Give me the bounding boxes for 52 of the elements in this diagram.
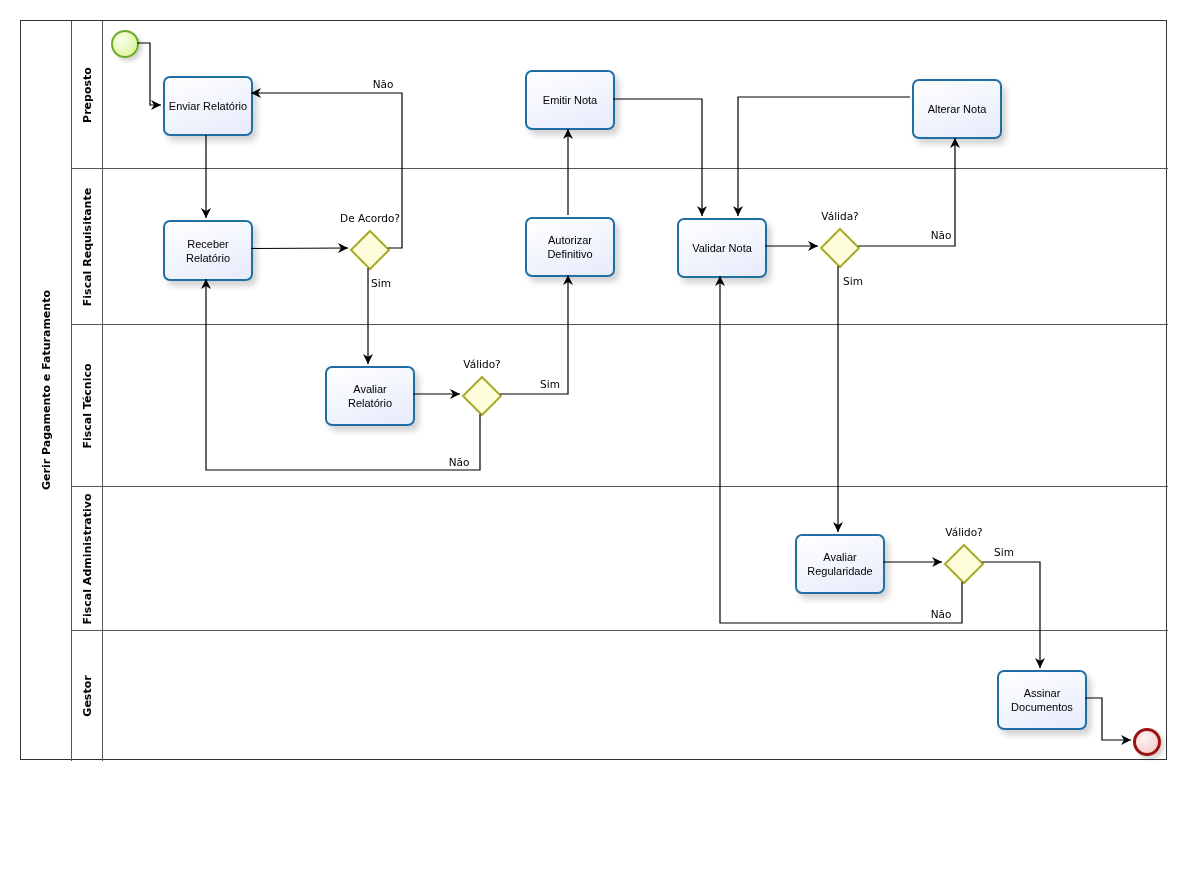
sequence-flow-arrow <box>201 134 211 219</box>
edge-label: Sim <box>993 546 1015 558</box>
sequence-flow-arrow <box>612 98 707 217</box>
sequence-flow-arrow <box>201 278 481 471</box>
edge-label: Sim <box>370 277 392 289</box>
edge-label: Sim <box>842 275 864 287</box>
swimlane <box>71 168 1168 324</box>
lane-title: Fiscal Técnico <box>80 362 94 449</box>
lane-title: Fiscal Administrativo <box>80 493 94 624</box>
swimlane <box>71 324 1168 486</box>
task-box: Assinar Documentos <box>997 670 1087 730</box>
sequence-flow-arrow <box>833 265 843 533</box>
sequence-flow-arrow <box>857 137 960 247</box>
lane-title: Gestor <box>80 675 94 717</box>
sequence-flow-arrow <box>250 243 349 254</box>
edge-label: Não <box>447 456 471 468</box>
sequence-flow-arrow <box>563 128 573 216</box>
swimlane <box>71 630 1168 761</box>
sequence-flow-arrow <box>733 96 911 217</box>
pool <box>20 20 1167 760</box>
sequence-flow-arrow <box>412 389 461 399</box>
end-event-circle <box>1133 728 1161 756</box>
gateway-label: Válido? <box>945 526 983 538</box>
sequence-flow-arrow <box>250 88 403 249</box>
start-event-circle <box>111 30 139 58</box>
sequence-flow-arrow <box>882 557 943 567</box>
sequence-flow-arrow <box>136 42 162 110</box>
lane-title: Fiscal Requisitante <box>80 187 94 306</box>
gateway-label: Válido? <box>463 358 501 370</box>
sequence-flow-arrow <box>1084 697 1132 745</box>
task-box: Avaliar Relatório <box>325 366 415 426</box>
task-box: Enviar Relatório <box>163 76 253 136</box>
lane-title: Preposto <box>80 66 94 123</box>
edge-label: Sim <box>539 378 561 390</box>
task-box: Emitir Nota <box>525 70 615 130</box>
edge-label: Não <box>371 78 395 90</box>
task-box: Avaliar Regularidade <box>795 534 885 594</box>
edge-label: Não <box>929 229 953 241</box>
gateway-label: Válida? <box>821 210 859 222</box>
sequence-flow-arrow <box>981 561 1045 669</box>
swimlane <box>71 486 1168 630</box>
sequence-flow-arrow <box>715 275 963 624</box>
task-box: Receber Relatório <box>163 220 253 281</box>
sequence-flow-arrow <box>499 274 573 395</box>
task-box: Autorizar Definitivo <box>525 217 615 277</box>
edge-label: Não <box>929 608 953 620</box>
pool-title: Gerir Pagamento e Faturamento <box>39 290 53 490</box>
sequence-flow-arrow <box>764 241 819 251</box>
task-box: Alterar Nota <box>912 79 1002 139</box>
gateway-label: De Acordo? <box>340 212 400 224</box>
sequence-flow-arrow <box>363 267 373 365</box>
task-box: Validar Nota <box>677 218 767 278</box>
